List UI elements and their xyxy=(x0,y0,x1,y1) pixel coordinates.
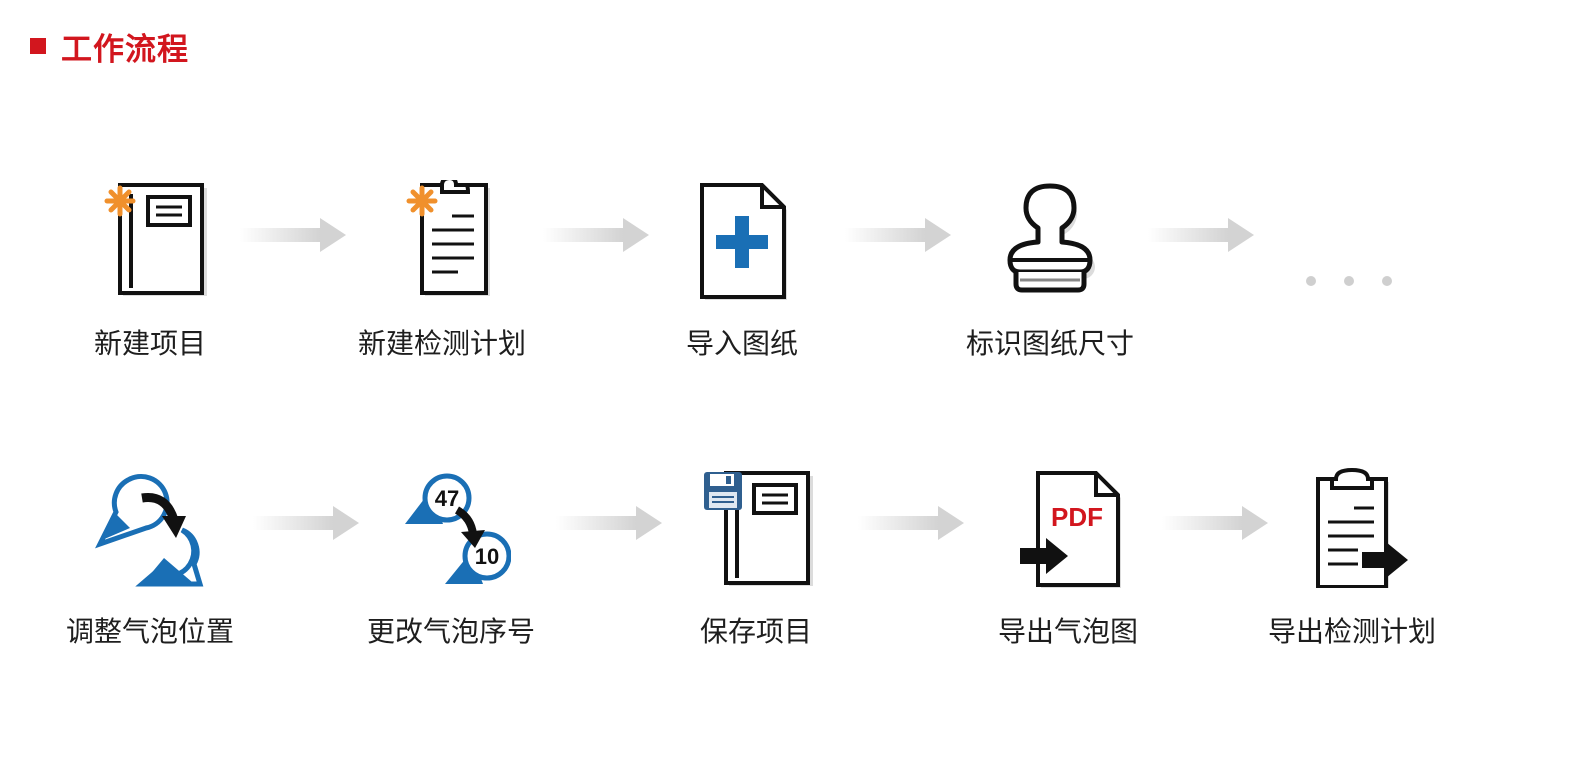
step-label: 导出气泡图 xyxy=(997,615,1138,648)
flow-arrow-icon xyxy=(1162,506,1268,540)
step-label: 导入图纸 xyxy=(685,327,798,360)
step-label: 新建项目 xyxy=(93,327,206,360)
step-save-project: 保存项目 xyxy=(636,468,876,650)
section-header: 工作流程 xyxy=(30,26,189,68)
flow-arrow-icon xyxy=(858,506,964,540)
import-drawing-icon xyxy=(700,183,787,300)
step-export-inspection-plan: 导出检测计划 xyxy=(1232,468,1472,650)
step-label: 标识图纸尺寸 xyxy=(965,327,1134,360)
export-plan-icon xyxy=(1316,468,1408,588)
step-label: 调整气泡位置 xyxy=(65,615,234,648)
step-new-project: 新建项目 xyxy=(30,180,270,362)
step-renumber-balloon: 47 10 更改气泡序号 xyxy=(331,468,571,650)
step-new-inspection-plan: 新建检测计划 xyxy=(322,180,562,362)
step-import-drawing: 导入图纸 xyxy=(622,180,862,362)
flow-arrow-icon xyxy=(845,218,951,252)
flow-arrow-icon xyxy=(556,506,662,540)
flow-arrow-icon xyxy=(240,218,346,252)
new-inspection-plan-icon xyxy=(406,180,490,296)
step-label: 新建检测计划 xyxy=(357,327,526,360)
renumber-balloon-icon: 47 10 xyxy=(405,473,511,584)
ellipsis-icon xyxy=(1306,276,1392,286)
move-balloon-icon xyxy=(95,474,204,587)
step-label: 保存项目 xyxy=(699,615,812,648)
step-adjust-balloon: 调整气泡位置 xyxy=(30,468,270,650)
stamp-icon xyxy=(1007,183,1095,293)
title-marker-icon xyxy=(30,38,46,54)
export-pdf-icon: PDF xyxy=(1020,471,1121,588)
section-title: 工作流程 xyxy=(61,31,189,68)
step-mark-dimensions: 标识图纸尺寸 xyxy=(930,180,1170,362)
step-label: 导出检测计划 xyxy=(1267,615,1436,648)
new-project-icon xyxy=(104,183,207,296)
save-project-icon xyxy=(704,471,813,586)
step-export-balloon-drawing: PDF 导出气泡图 xyxy=(948,468,1188,650)
balloon-from-number: 47 xyxy=(435,486,459,511)
flow-arrow-icon xyxy=(1148,218,1254,252)
flow-arrow-icon xyxy=(543,218,649,252)
step-label: 更改气泡序号 xyxy=(366,615,535,648)
balloon-to-number: 10 xyxy=(475,544,499,569)
pdf-badge: PDF xyxy=(1051,502,1103,532)
flow-arrow-icon xyxy=(253,506,359,540)
